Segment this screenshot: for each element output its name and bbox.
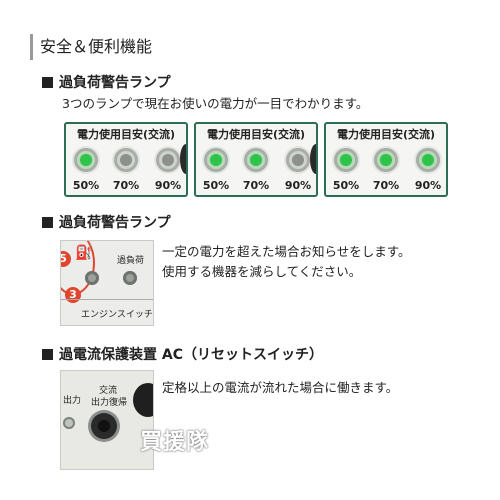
panel-caption: 電力使用目安(交流) — [76, 128, 176, 141]
badge-number-5: 5 — [61, 251, 71, 267]
feature1-heading: 過負荷警告ランプ — [42, 74, 171, 92]
lamp-percent-label: 90% — [414, 179, 442, 192]
panel-edge-decoration — [310, 144, 316, 174]
lamp-percent-label: 70% — [112, 179, 140, 192]
feature1-description: 3つのランプで現在お使いの電力が一目でわかります。 — [62, 96, 369, 111]
indicator-lamp-icon — [63, 417, 75, 429]
reset-button-icon — [91, 413, 117, 439]
lamp-percent-label: 70% — [242, 179, 270, 192]
section-title: 安全＆便利機能 — [30, 34, 152, 60]
lamp-off-icon — [286, 148, 310, 172]
lamp-panel-3: 電力使用目安(交流) 50% 70% 90% — [324, 122, 448, 197]
panel-caption: 電力使用目安(交流) — [336, 128, 436, 141]
feature2-description-line2: 使用する機器を減らしてください。 — [162, 264, 362, 279]
lamp-percent-label: 70% — [372, 179, 400, 192]
feature2-description-line1: 一定の電力を超えた場合お知らせをします。 — [162, 244, 411, 259]
feature2-heading: 過負荷警告ランプ — [42, 214, 171, 232]
lamp-lit-icon — [244, 148, 268, 172]
lamp-lit-icon — [374, 148, 398, 172]
lamp-percent-label: 50% — [332, 179, 360, 192]
lamp-percent-label: 50% — [72, 179, 100, 192]
lamp-panel-1: 電力使用目安(交流) 50% 70% 90% — [64, 122, 188, 197]
lamp-percent-label: 90% — [154, 179, 182, 192]
overload-lamp-icon — [123, 271, 137, 285]
oil-can-icon: ⛽ — [75, 245, 93, 261]
panel-edge-decoration — [180, 144, 186, 174]
lamp-off-icon — [156, 148, 180, 172]
feature2-heading-text: 過負荷警告ランプ — [59, 215, 171, 231]
lamp-lit-icon — [334, 148, 358, 172]
lamp-lit-icon — [204, 148, 228, 172]
overload-lamp-label: 過負荷 — [117, 256, 145, 266]
overload-lamp-photo: 5 3 ⛽ 過負荷 エンジンスイッチ — [60, 240, 154, 326]
ac-label: 交流 — [99, 386, 118, 396]
divider-line — [61, 299, 153, 300]
feature3-heading: 過電流保護装置 AC（リセットスイッチ） — [42, 346, 323, 364]
bullet-square-icon — [42, 217, 53, 228]
feature3-description: 定格以上の電流が流れた場合に働きます。 — [162, 380, 399, 395]
output-reset-label: 出力復帰 — [91, 398, 128, 408]
lamp-percent-label: 90% — [284, 179, 312, 192]
panel-caption: 電力使用目安(交流) — [206, 128, 306, 141]
lamp-panel-2: 電力使用目安(交流) 50% 70% 90% — [194, 122, 318, 197]
lamp-percent-label: 50% — [202, 179, 230, 192]
bullet-square-icon — [42, 349, 53, 360]
engine-switch-label: エンジンスイッチ — [81, 310, 153, 320]
badge-number-3: 3 — [65, 287, 81, 303]
oil-lamp-icon — [85, 271, 99, 285]
bullet-square-icon — [42, 77, 53, 88]
lamp-lit-icon — [74, 148, 98, 172]
outlet-icon — [133, 383, 153, 417]
lamp-lit-icon — [416, 148, 440, 172]
lamp-off-icon — [114, 148, 138, 172]
feature3-heading-text: 過電流保護装置 AC（リセットスイッチ） — [59, 347, 323, 363]
watermark-logo: 買援隊 — [140, 430, 210, 455]
output-label: 出力 — [63, 396, 82, 406]
reset-switch-photo: 出力 交流 出力復帰 — [60, 370, 154, 470]
feature1-heading-text: 過負荷警告ランプ — [59, 75, 171, 91]
